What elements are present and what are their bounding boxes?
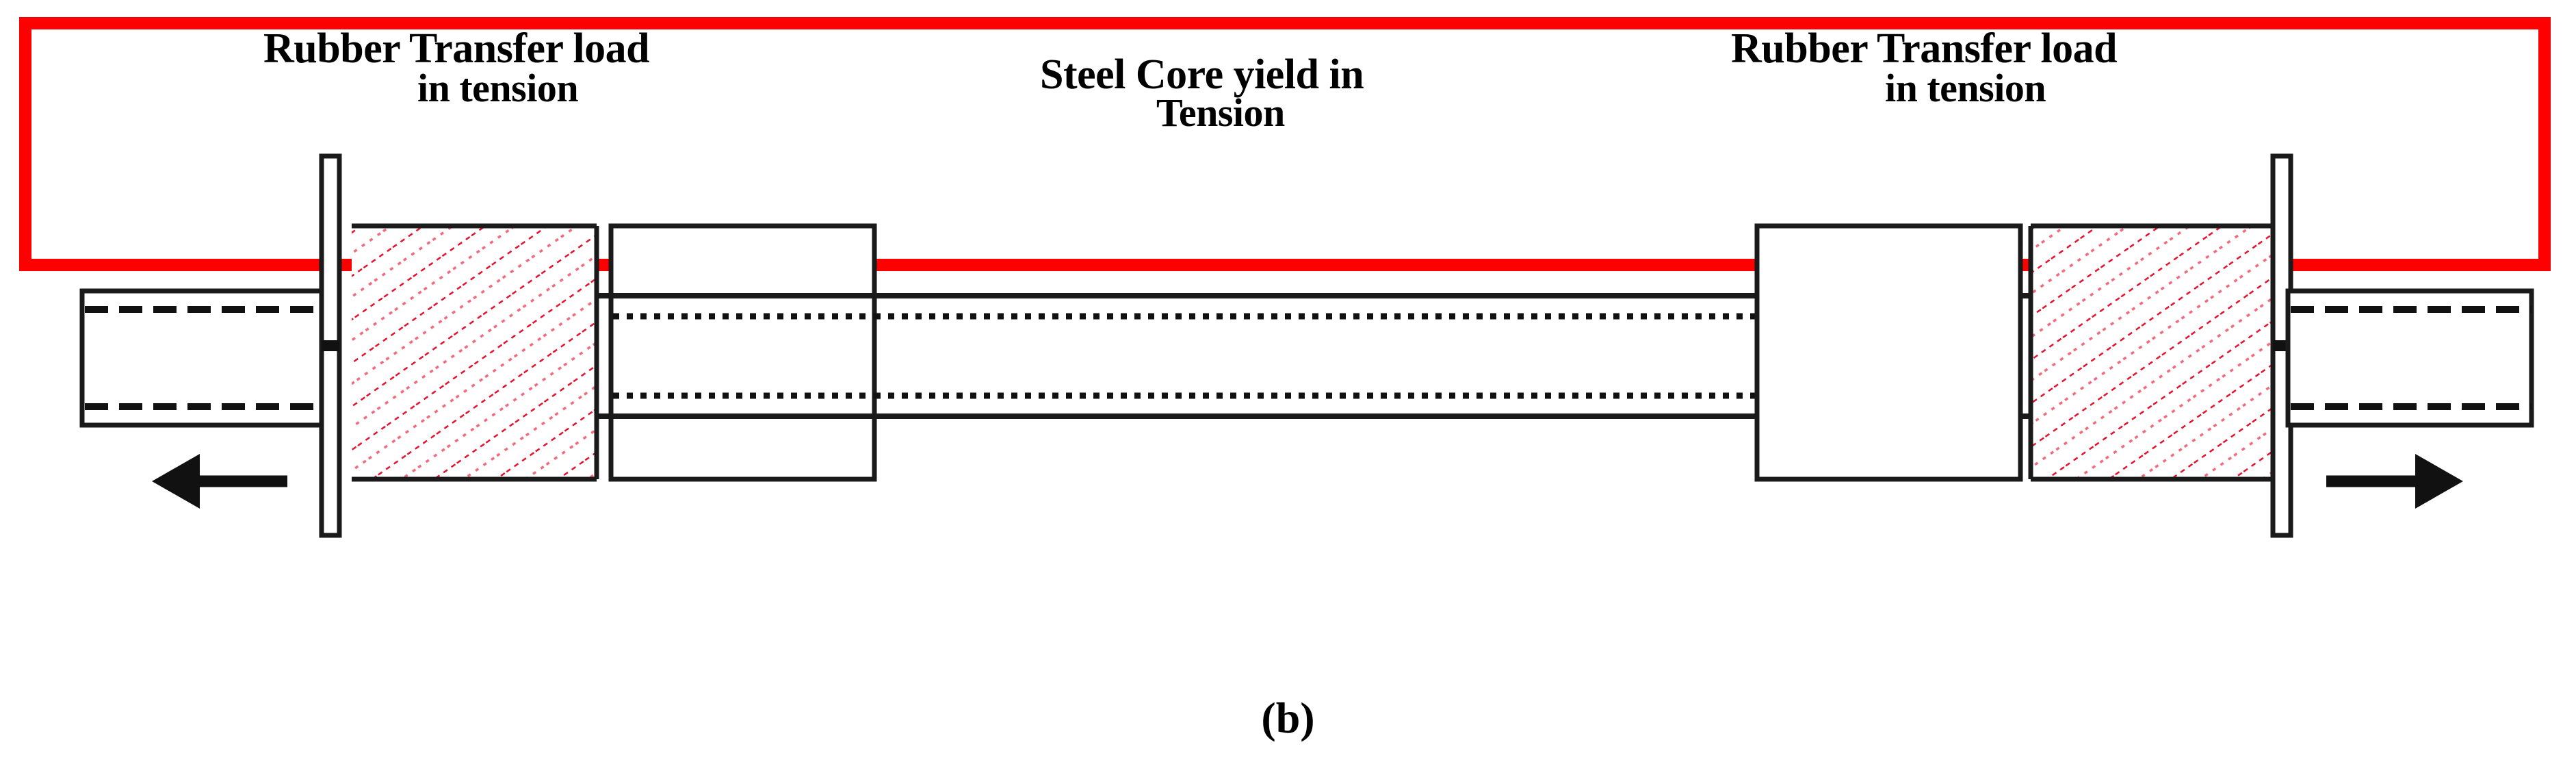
left-outer-tube bbox=[79, 288, 328, 428]
left-arrow-head bbox=[152, 454, 200, 509]
label-left-rubber-title: Rubber Transfer load bbox=[263, 25, 650, 72]
right-tube-outline bbox=[2285, 288, 2534, 428]
right-plate-mid-tab bbox=[2273, 340, 2291, 351]
figure-caption: (b) bbox=[1261, 693, 1315, 742]
left-plate-mid-tab bbox=[322, 340, 339, 351]
label-right-rubber-title: Rubber Transfer load bbox=[1731, 25, 2118, 72]
left-tube-outline bbox=[79, 288, 328, 428]
steel-core-center bbox=[597, 293, 2031, 419]
label-steel-core-title: Steel Core yield in bbox=[1040, 51, 1364, 98]
right-outer-tube bbox=[2285, 288, 2534, 428]
label-left-rubber-sub: in tension bbox=[417, 66, 579, 110]
core-dashed-in-casings bbox=[613, 313, 2018, 399]
right-load-arrow bbox=[2326, 454, 2463, 509]
label-right-rubber-sub: in tension bbox=[1885, 66, 2046, 110]
left-load-arrow bbox=[152, 454, 287, 509]
label-steel-core-sub: Tension bbox=[1156, 90, 1285, 135]
right-arrow-head bbox=[2415, 454, 2463, 509]
